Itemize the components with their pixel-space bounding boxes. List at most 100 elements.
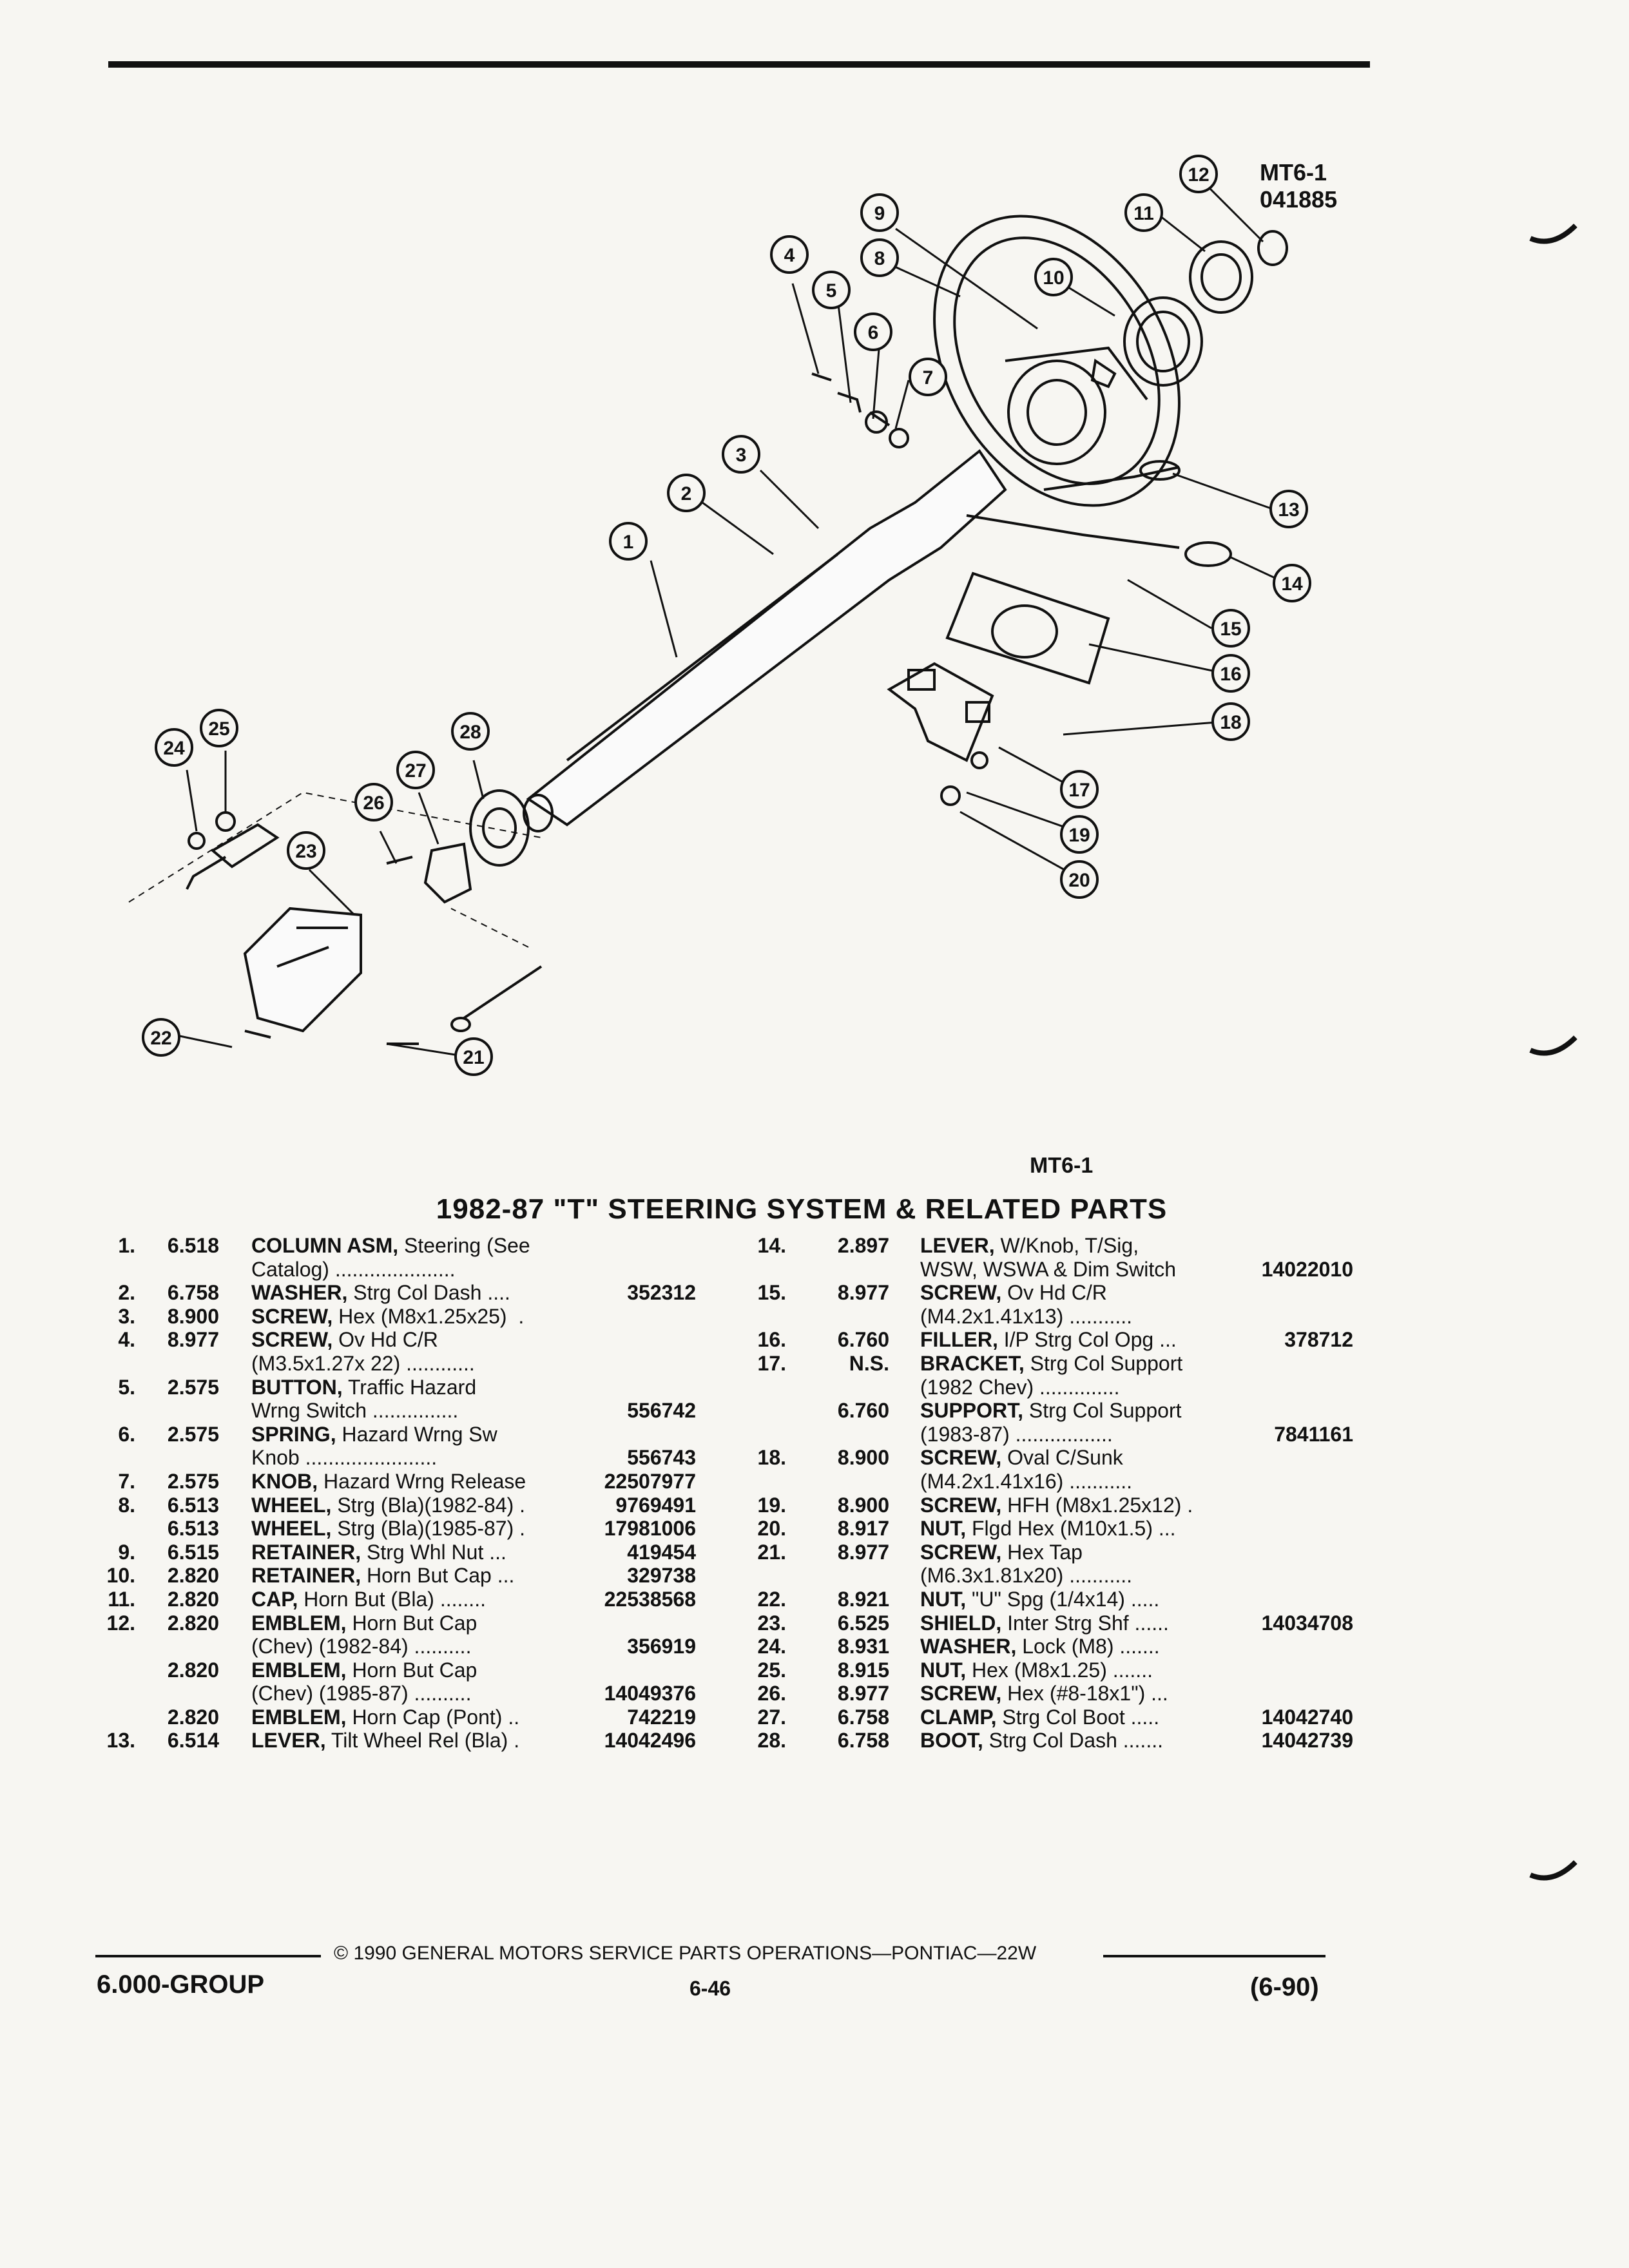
- part-detail: Hazard Wrng Release: [318, 1469, 526, 1493]
- part-description: (M6.3x1.81x20) ...........: [920, 1564, 1255, 1588]
- part-detail: "U" Spg (1/4x14) .....: [966, 1587, 1160, 1611]
- group-number: 2.897: [837, 1234, 889, 1257]
- part-detail: Strg Col Support: [1024, 1351, 1183, 1375]
- item-number: 21.: [757, 1540, 786, 1564]
- group-number: 8.977: [167, 1328, 219, 1352]
- part-number: 14034708: [1261, 1611, 1353, 1635]
- part-detail: Traffic Hazard: [342, 1375, 477, 1399]
- group-number: 8.921: [837, 1587, 889, 1611]
- part-description: NUT, Flgd Hex (M10x1.5) ...: [920, 1517, 1255, 1541]
- part-detail: I/P Strg Col Opg ...: [998, 1328, 1177, 1352]
- part-row: (1982 Chev) ..............: [747, 1376, 1379, 1399]
- item-number: 9.: [118, 1540, 135, 1564]
- part-description: SCREW, Oval C/Sunk: [920, 1446, 1255, 1470]
- group-number: 2.820: [167, 1587, 219, 1611]
- part-detail: Horn Cap (Pont) ..: [346, 1705, 520, 1729]
- part-name: SPRING,: [251, 1422, 336, 1446]
- part-detail: (M3.5x1.27x 22) ............: [251, 1351, 475, 1375]
- item-number: 22.: [757, 1587, 786, 1611]
- item-number: 23.: [757, 1611, 786, 1635]
- part-row: 6. 2.575 SPRING, Hazard Wrng Sw: [97, 1423, 696, 1446]
- part-detail: Hazard Wrng Sw: [336, 1422, 497, 1446]
- part-detail: Tilt Wheel Rel (Bla) .: [325, 1729, 520, 1753]
- part-detail: WSW, WSWA & Dim Switch: [920, 1257, 1177, 1281]
- callout-10: 10: [1043, 267, 1064, 289]
- part-name: SHIELD,: [920, 1611, 1002, 1635]
- group-number: 6.758: [167, 1281, 219, 1305]
- boot: [469, 789, 530, 867]
- item-number: 6.: [118, 1422, 135, 1446]
- part-description: NUT, Hex (M8x1.25) .......: [920, 1658, 1255, 1682]
- part-number: 14042739: [1261, 1729, 1353, 1753]
- revision-date: (6-90): [1250, 1973, 1319, 2001]
- part-row: (M3.5x1.27x 22) ............: [97, 1352, 696, 1376]
- part-description: SCREW, Ov Hd C/R: [920, 1281, 1255, 1305]
- item-number: 20.: [757, 1517, 786, 1541]
- part-name: CAP,: [251, 1587, 298, 1611]
- part-number: 9769491: [615, 1493, 696, 1517]
- top-rule: [108, 61, 1370, 68]
- part-number: 22507977: [604, 1469, 696, 1493]
- part-detail: Steering (See: [398, 1234, 530, 1257]
- part-name: BUTTON,: [251, 1375, 343, 1399]
- group-number: N.S.: [849, 1351, 889, 1375]
- part-detail: (Chev) (1982-84) ..........: [251, 1635, 472, 1658]
- part-number: 378712: [1284, 1328, 1353, 1352]
- group-number: 6.513: [167, 1517, 219, 1541]
- callout-27: 27: [405, 760, 426, 782]
- part-number: 329738: [627, 1564, 696, 1588]
- part-detail: HFH (M8x1.25x12) .: [1001, 1493, 1193, 1517]
- item-number: 16.: [757, 1328, 786, 1352]
- part-detail: Horn But Cap: [346, 1658, 477, 1682]
- callout-13: 13: [1278, 499, 1299, 521]
- part-name: NUT,: [920, 1587, 967, 1611]
- footer-rule-right: [1103, 1955, 1325, 1957]
- item-number: 19.: [757, 1493, 786, 1517]
- item-number: 7.: [118, 1469, 135, 1493]
- part-number: 7841161: [1274, 1422, 1353, 1446]
- part-description: SPRING, Hazard Wrng Sw: [251, 1423, 593, 1446]
- item-number: 12.: [106, 1611, 135, 1635]
- item-number: 8.: [118, 1493, 135, 1517]
- part-description: (M4.2x1.41x13) ...........: [920, 1305, 1255, 1329]
- part-description: BRACKET, Strg Col Support: [920, 1352, 1255, 1376]
- part-description: KNOB, Hazard Wrng Release: [251, 1470, 593, 1494]
- part-number: 419454: [627, 1540, 696, 1564]
- part-detail: Knob .......................: [251, 1446, 438, 1470]
- part-name: BRACKET,: [920, 1351, 1025, 1375]
- callout-25: 25: [208, 718, 229, 740]
- group-number: 2.820: [167, 1705, 219, 1729]
- group-number: 2.575: [167, 1469, 219, 1493]
- part-number: 556742: [627, 1399, 696, 1423]
- binding-mark: [1529, 1035, 1577, 1056]
- part-detail: Inter Strg Shf ......: [1001, 1611, 1169, 1635]
- part-name: LEVER,: [920, 1234, 995, 1257]
- part-detail: Strg Whl Nut ...: [361, 1540, 506, 1564]
- item-number: 2.: [118, 1281, 135, 1305]
- part-description: SCREW, Hex Tap: [920, 1541, 1255, 1564]
- group-number: 2.575: [167, 1422, 219, 1446]
- part-description: SHIELD, Inter Strg Shf ......: [920, 1611, 1255, 1635]
- item-number: 1.: [118, 1234, 135, 1257]
- part-detail: Strg Col Dash ....: [347, 1281, 510, 1305]
- part-row: 22. 8.921 NUT, "U" Spg (1/4x14) .....: [747, 1588, 1379, 1611]
- part-number: 14049376: [604, 1682, 696, 1706]
- part-detail: Hex Tap: [1001, 1540, 1083, 1564]
- group-number: 8.977: [837, 1682, 889, 1706]
- part-detail: Strg Col Dash .......: [983, 1729, 1163, 1753]
- part-detail: (1983-87) .................: [920, 1422, 1113, 1446]
- part-name: SUPPORT,: [920, 1399, 1024, 1423]
- group-number: 2.575: [167, 1375, 219, 1399]
- part-name: KNOB,: [251, 1469, 318, 1493]
- callout-24: 24: [163, 738, 185, 759]
